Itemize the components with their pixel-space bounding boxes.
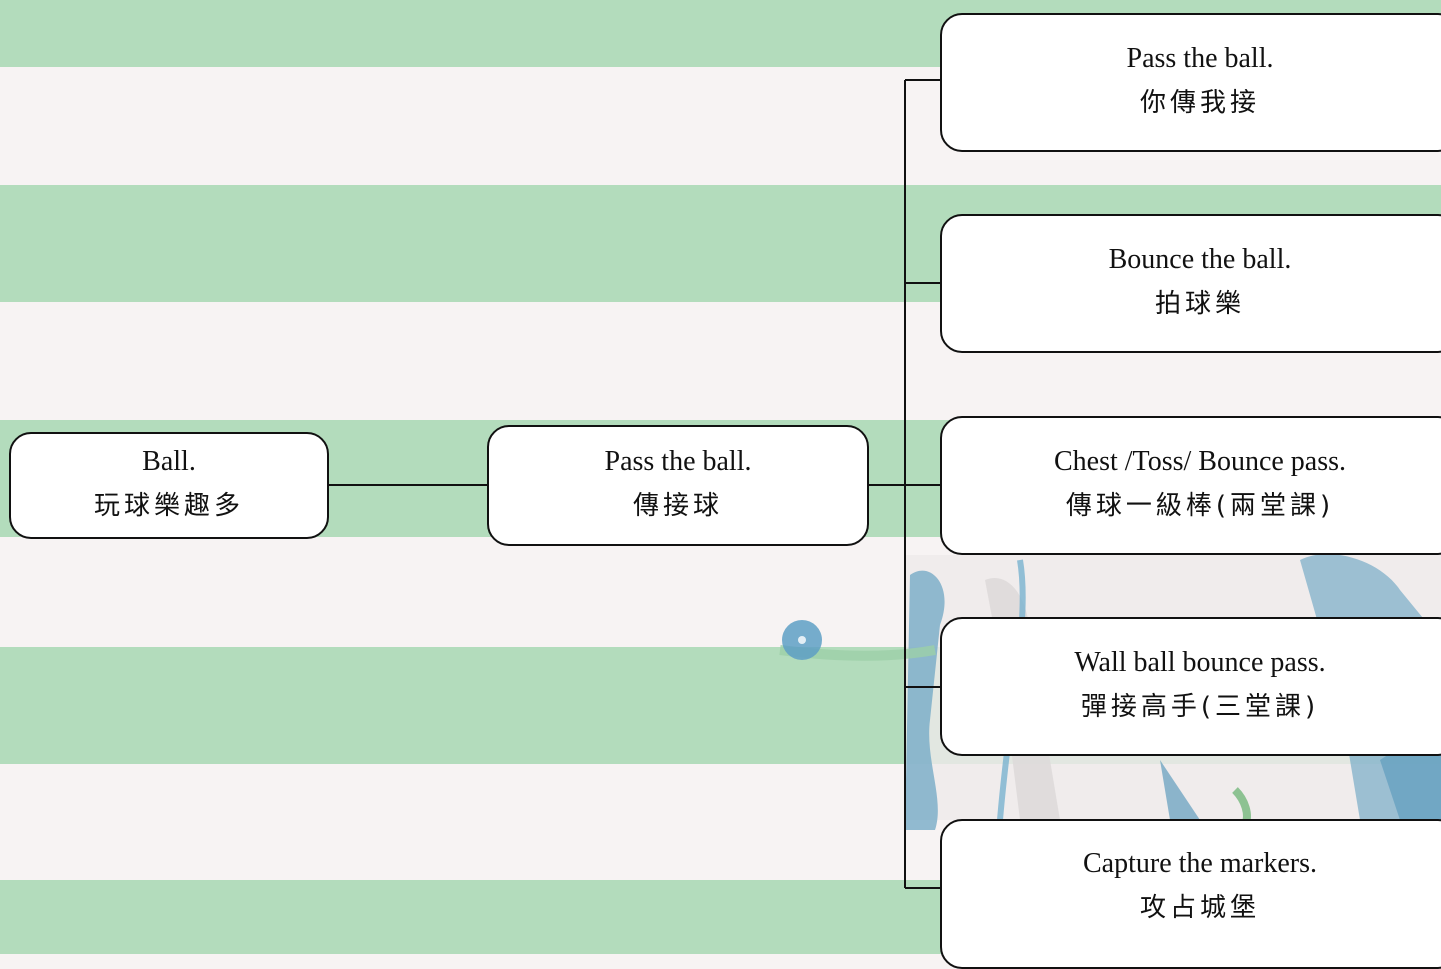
root-node: Ball. 玩球樂趣多 (9, 432, 329, 539)
leaf-node-capture-the-markers: Capture the markers. 攻占城堡 (940, 819, 1441, 969)
leaf-node-title: Pass the ball. (1126, 42, 1274, 74)
leaf-node-subtitle: 攻占城堡 (1139, 893, 1260, 923)
middle-node-title: Pass the ball. (604, 445, 752, 477)
middle-node: Pass the ball. 傳接球 (487, 425, 869, 546)
leaf-node-bounce-the-ball: Bounce the ball. 拍球樂 (940, 214, 1441, 353)
leaf-node-pass-the-ball: Pass the ball. 你傳我接 (940, 13, 1441, 152)
root-node-subtitle: 玩球樂趣多 (93, 490, 244, 521)
leaf-node-subtitle: 拍球樂 (1154, 288, 1245, 319)
leaf-node-title: Bounce the ball. (1108, 243, 1292, 275)
leaf-node-title: Chest /Toss/ Bounce pass. (1053, 445, 1347, 477)
leaf-node-subtitle: 彈接高手(三堂課) (1080, 691, 1320, 722)
leaf-node-title: Wall ball bounce pass. (1074, 646, 1326, 678)
leaf-node-subtitle: 傳球一級棒(兩堂課) (1065, 490, 1335, 521)
ball-icon (782, 620, 822, 660)
leaf-node-title: Capture the markers. (1082, 848, 1318, 879)
leaf-node-subtitle: 你傳我接 (1139, 87, 1260, 118)
root-node-title: Ball. (142, 445, 196, 477)
leaf-node-wall-ball-bounce-pass: Wall ball bounce pass. 彈接高手(三堂課) (940, 617, 1441, 756)
middle-node-subtitle: 傳接球 (632, 490, 723, 521)
leaf-node-chest-toss-bounce-pass: Chest /Toss/ Bounce pass. 傳球一級棒(兩堂課) (940, 416, 1441, 555)
